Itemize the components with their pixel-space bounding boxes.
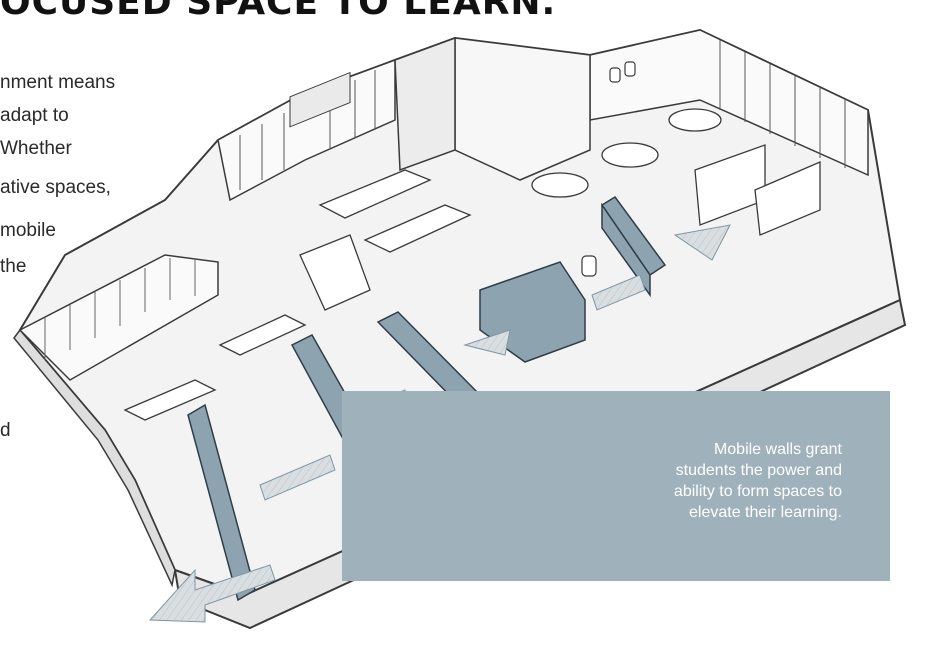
callout-text: Mobile walls grant students the power an… xyxy=(673,441,842,521)
intro-text-line: ative spaces, xyxy=(0,177,111,198)
desk-group xyxy=(123,108,821,421)
locker-room xyxy=(394,36,456,172)
whiteboard xyxy=(289,71,351,128)
locker-lines xyxy=(44,258,196,360)
intro-text-line: mobile xyxy=(0,220,56,241)
left-front-wall xyxy=(13,328,176,588)
intro-text-line: nment means xyxy=(0,72,116,93)
decor-objects xyxy=(581,61,636,277)
intro-text-line: the xyxy=(0,256,27,277)
intro-text-line: adapt to xyxy=(0,105,69,126)
intro-text-line: d xyxy=(0,420,11,441)
callout-panel: Mobile walls grant students the power an… xyxy=(342,391,890,581)
page-headline: OCUSED SPACE TO LEARN. xyxy=(0,0,557,23)
intro-text-line: Whether xyxy=(0,138,72,159)
booth-room xyxy=(454,37,591,181)
shelving-lines xyxy=(239,40,846,190)
